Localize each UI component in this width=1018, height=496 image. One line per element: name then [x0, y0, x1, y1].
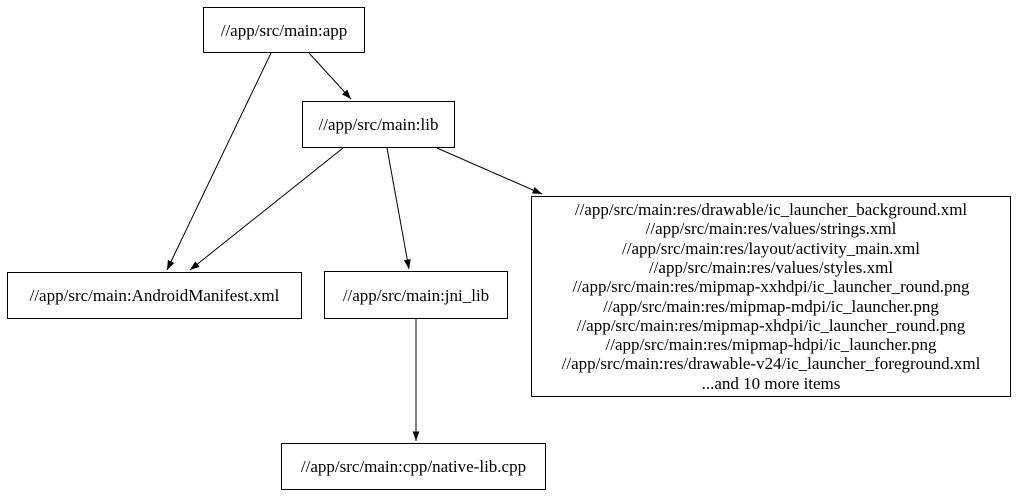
res-file-line: //app/src/main:res/values/strings.xml	[645, 219, 897, 239]
node-label: //app/src/main:lib	[318, 115, 439, 134]
node-label: //app/src/main:jni_lib	[342, 285, 490, 305]
edge-app-to-android-manifest	[166, 52, 272, 271]
node-jni-lib: //app/src/main:jni_lib	[324, 271, 508, 319]
res-file-line-more: ...and 10 more items	[701, 373, 841, 393]
edge-app-to-lib	[308, 52, 352, 100]
node-lib: //app/src/main:lib	[302, 101, 455, 148]
edge-lib-to-res-file-group	[436, 147, 543, 195]
node-label: //app/src/main:app	[220, 20, 348, 40]
res-file-line: //app/src/main:res/mipmap-xxhdpi/ic_laun…	[572, 277, 970, 297]
res-file-line: //app/src/main:res/layout/activity_main.…	[622, 238, 920, 258]
edge-lib-to-android-manifest	[189, 147, 344, 271]
node-app: //app/src/main:app	[203, 7, 365, 53]
node-android-manifest: //app/src/main:AndroidManifest.xml	[7, 272, 302, 319]
node-label: //app/src/main:AndroidManifest.xml	[29, 286, 280, 305]
res-file-line: //app/src/main:res/mipmap-hdpi/ic_launch…	[605, 335, 937, 355]
edge-lib-to-jni-lib	[386, 147, 411, 270]
res-file-line: //app/src/main:res/values/styles.xml	[648, 257, 894, 277]
res-file-line: //app/src/main:res/drawable/ic_launcher_…	[574, 200, 968, 220]
res-file-line: //app/src/main:res/drawable-v24/ic_launc…	[561, 354, 981, 374]
node-native-lib-cpp: //app/src/main:cpp/native-lib.cpp	[281, 443, 546, 490]
node-res-file-group: //app/src/main:res/drawable/ic_launcher_…	[531, 196, 1011, 397]
res-file-line: //app/src/main:res/mipmap-xhdpi/ic_launc…	[576, 315, 966, 335]
res-file-line: //app/src/main:res/mipmap-mdpi/ic_launch…	[603, 296, 939, 316]
node-label: //app/src/main:cpp/native-lib.cpp	[300, 457, 527, 476]
